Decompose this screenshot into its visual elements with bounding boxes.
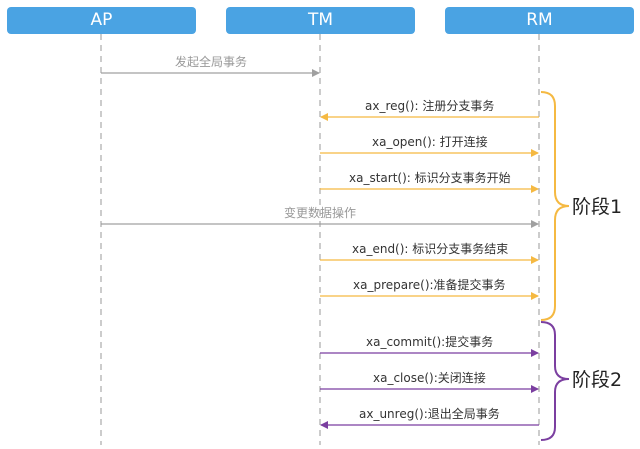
lane-rm-header: RM [445, 7, 634, 34]
lane-ap-header: AP [7, 7, 196, 34]
message-label: xa_end(): 标识分支事务结束 [352, 242, 509, 256]
phase2-brace [540, 321, 570, 441]
message-label: ax_unreg():退出全局事务 [359, 407, 500, 421]
message-label: xa_commit():提交事务 [366, 335, 494, 349]
message-label: ax_reg(): 注册分支事务 [365, 99, 495, 113]
message-label: 变更数据操作 [284, 206, 357, 220]
phase2-label: 阶段2 [572, 369, 623, 391]
phase1-brace [540, 91, 570, 321]
message-label: xa_open(): 打开连接 [372, 135, 488, 149]
lane-tm-header: TM [226, 7, 415, 34]
message-label: 发起全局事务 [175, 55, 248, 69]
phase1-label: 阶段1 [572, 196, 623, 218]
message-label: xa_prepare():准备提交事务 [353, 278, 506, 292]
message-label: xa_start(): 标识分支事务开始 [349, 171, 511, 185]
message-label: xa_close():关闭连接 [373, 371, 486, 385]
